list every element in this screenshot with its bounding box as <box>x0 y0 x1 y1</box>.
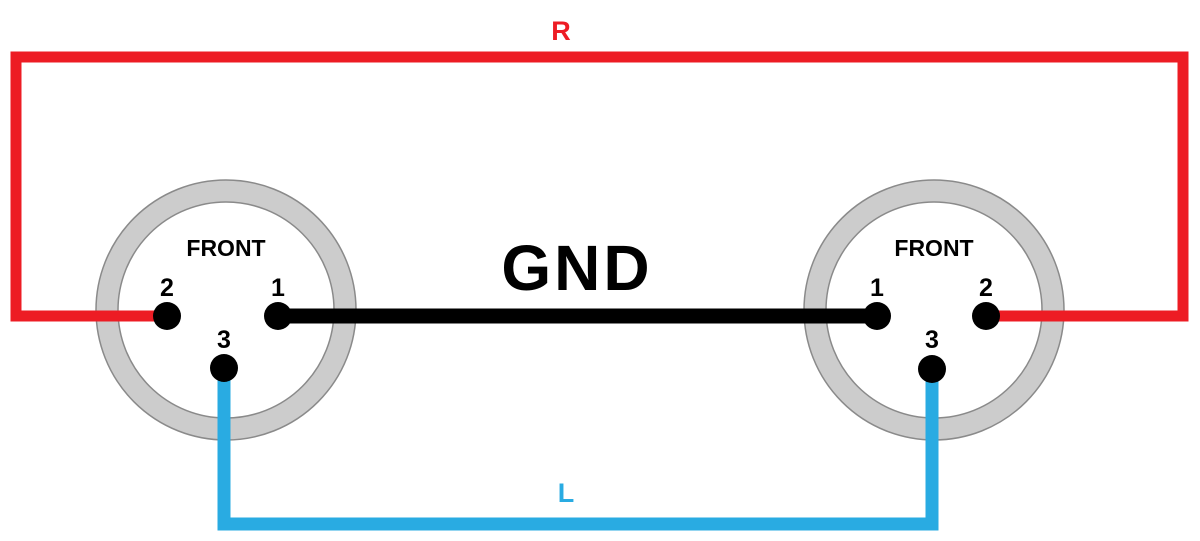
right-pin-3-label: 3 <box>925 326 939 354</box>
right-pin-2 <box>972 302 1000 330</box>
right-channel-label: R <box>551 16 571 46</box>
right-channel-wire <box>10 51 1189 322</box>
right-connector-front-label: FRONT <box>894 235 973 261</box>
left-pin-3 <box>210 354 238 382</box>
left-channel-wire <box>217 368 939 531</box>
left-pin-2 <box>153 302 181 330</box>
left-pin-1-label: 1 <box>271 274 285 302</box>
left-channel-label: L <box>558 478 575 508</box>
right-pin-1 <box>863 302 891 330</box>
right-connector-pins <box>863 302 1000 383</box>
left-connector-front-label: FRONT <box>186 235 265 261</box>
left-pin-1 <box>264 302 292 330</box>
left-pin-2-label: 2 <box>160 274 174 302</box>
left-connector-pins <box>153 302 292 382</box>
right-pin-2-label: 2 <box>979 274 993 302</box>
left-pin-3-label: 3 <box>217 326 231 354</box>
right-pin-3 <box>918 355 946 383</box>
right-pin-1-label: 1 <box>870 274 884 302</box>
ground-label: GND <box>501 232 652 304</box>
